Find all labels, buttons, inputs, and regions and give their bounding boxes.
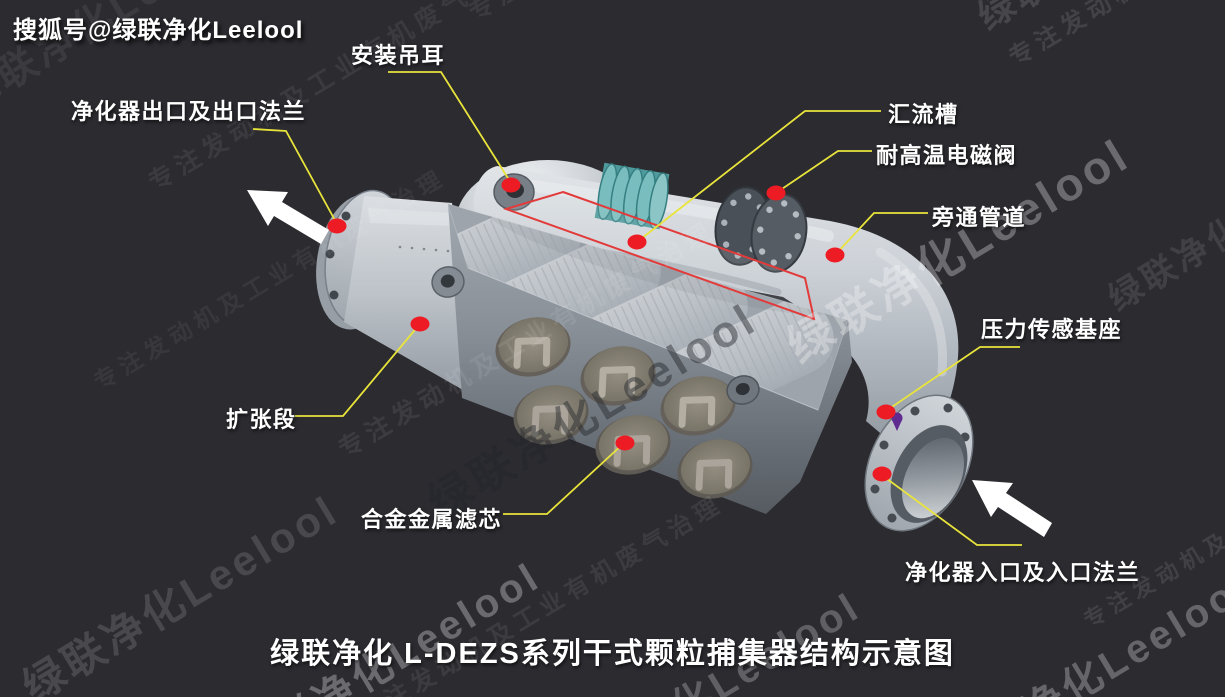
filter-cap [580,346,656,406]
flow-arrow-outlet [247,190,329,244]
filter-cap [660,376,736,436]
expansion-cone-part [344,196,484,402]
marker-dot-bypass-pipe [825,247,845,263]
callout-line-solenoid-valve [775,150,872,194]
label-confluence-channel: 汇流槽 [888,102,959,127]
callout-line-confluence-channel [636,110,881,243]
confluence-outline [502,190,816,321]
marker-dot-alloy-filter-element [615,435,635,451]
mounting-lug-right [726,375,760,405]
label-inlet-flange: 净化器入口及入口法兰 [905,560,1141,585]
callout-line-pressure-sensor-base [885,346,1020,412]
inlet-flange-part [864,394,974,532]
diagram-title: 绿联净化 L-DEZS系列干式颗粒捕集器结构示意图 [270,638,955,670]
callout-line-alloy-filter-element [503,442,625,515]
label-outlet-flange: 净化器出口及出口法兰 [71,99,307,124]
label-alloy-filter-element: 合金金属滤芯 [361,507,503,532]
marker-dot-outlet-flange [327,218,347,234]
marker-dot-solenoid-valve [766,185,786,201]
filter-cap [513,385,589,445]
filter-cap [677,439,753,499]
callout-line-outlet-flange [252,128,338,225]
callout-line-mounting-lug [388,71,512,184]
marker-dot-expansion-section [410,316,430,332]
label-bypass-pipe: 旁通管道 [932,205,1027,230]
bellows-coupling [594,162,670,230]
mounting-lug-left [431,266,465,298]
label-solenoid-valve: 耐高温电磁阀 [876,143,1018,168]
callout-line-expansion-section [295,324,420,417]
callout-line-inlet-flange [882,475,1022,546]
filter-caps [495,317,753,499]
marker-dot-confluence-channel [627,234,647,250]
label-pressure-sensor-base: 压力传感基座 [981,317,1123,342]
filter-cap [495,317,571,377]
callout-line-bypass-pipe [834,212,928,256]
label-mounting-lug: 安装吊耳 [351,43,446,68]
marker-dot-mounting-lug [501,177,521,193]
marker-dot-inlet-flange [872,466,892,482]
marker-dot-pressure-sensor-base [876,404,896,420]
flow-arrow-inlet [972,480,1052,537]
label-expansion-section: 扩张段 [226,407,297,432]
pipe-flange-pair [714,186,808,273]
sohu-account-watermark: 搜狐号@绿联净化Leelool [13,17,304,44]
